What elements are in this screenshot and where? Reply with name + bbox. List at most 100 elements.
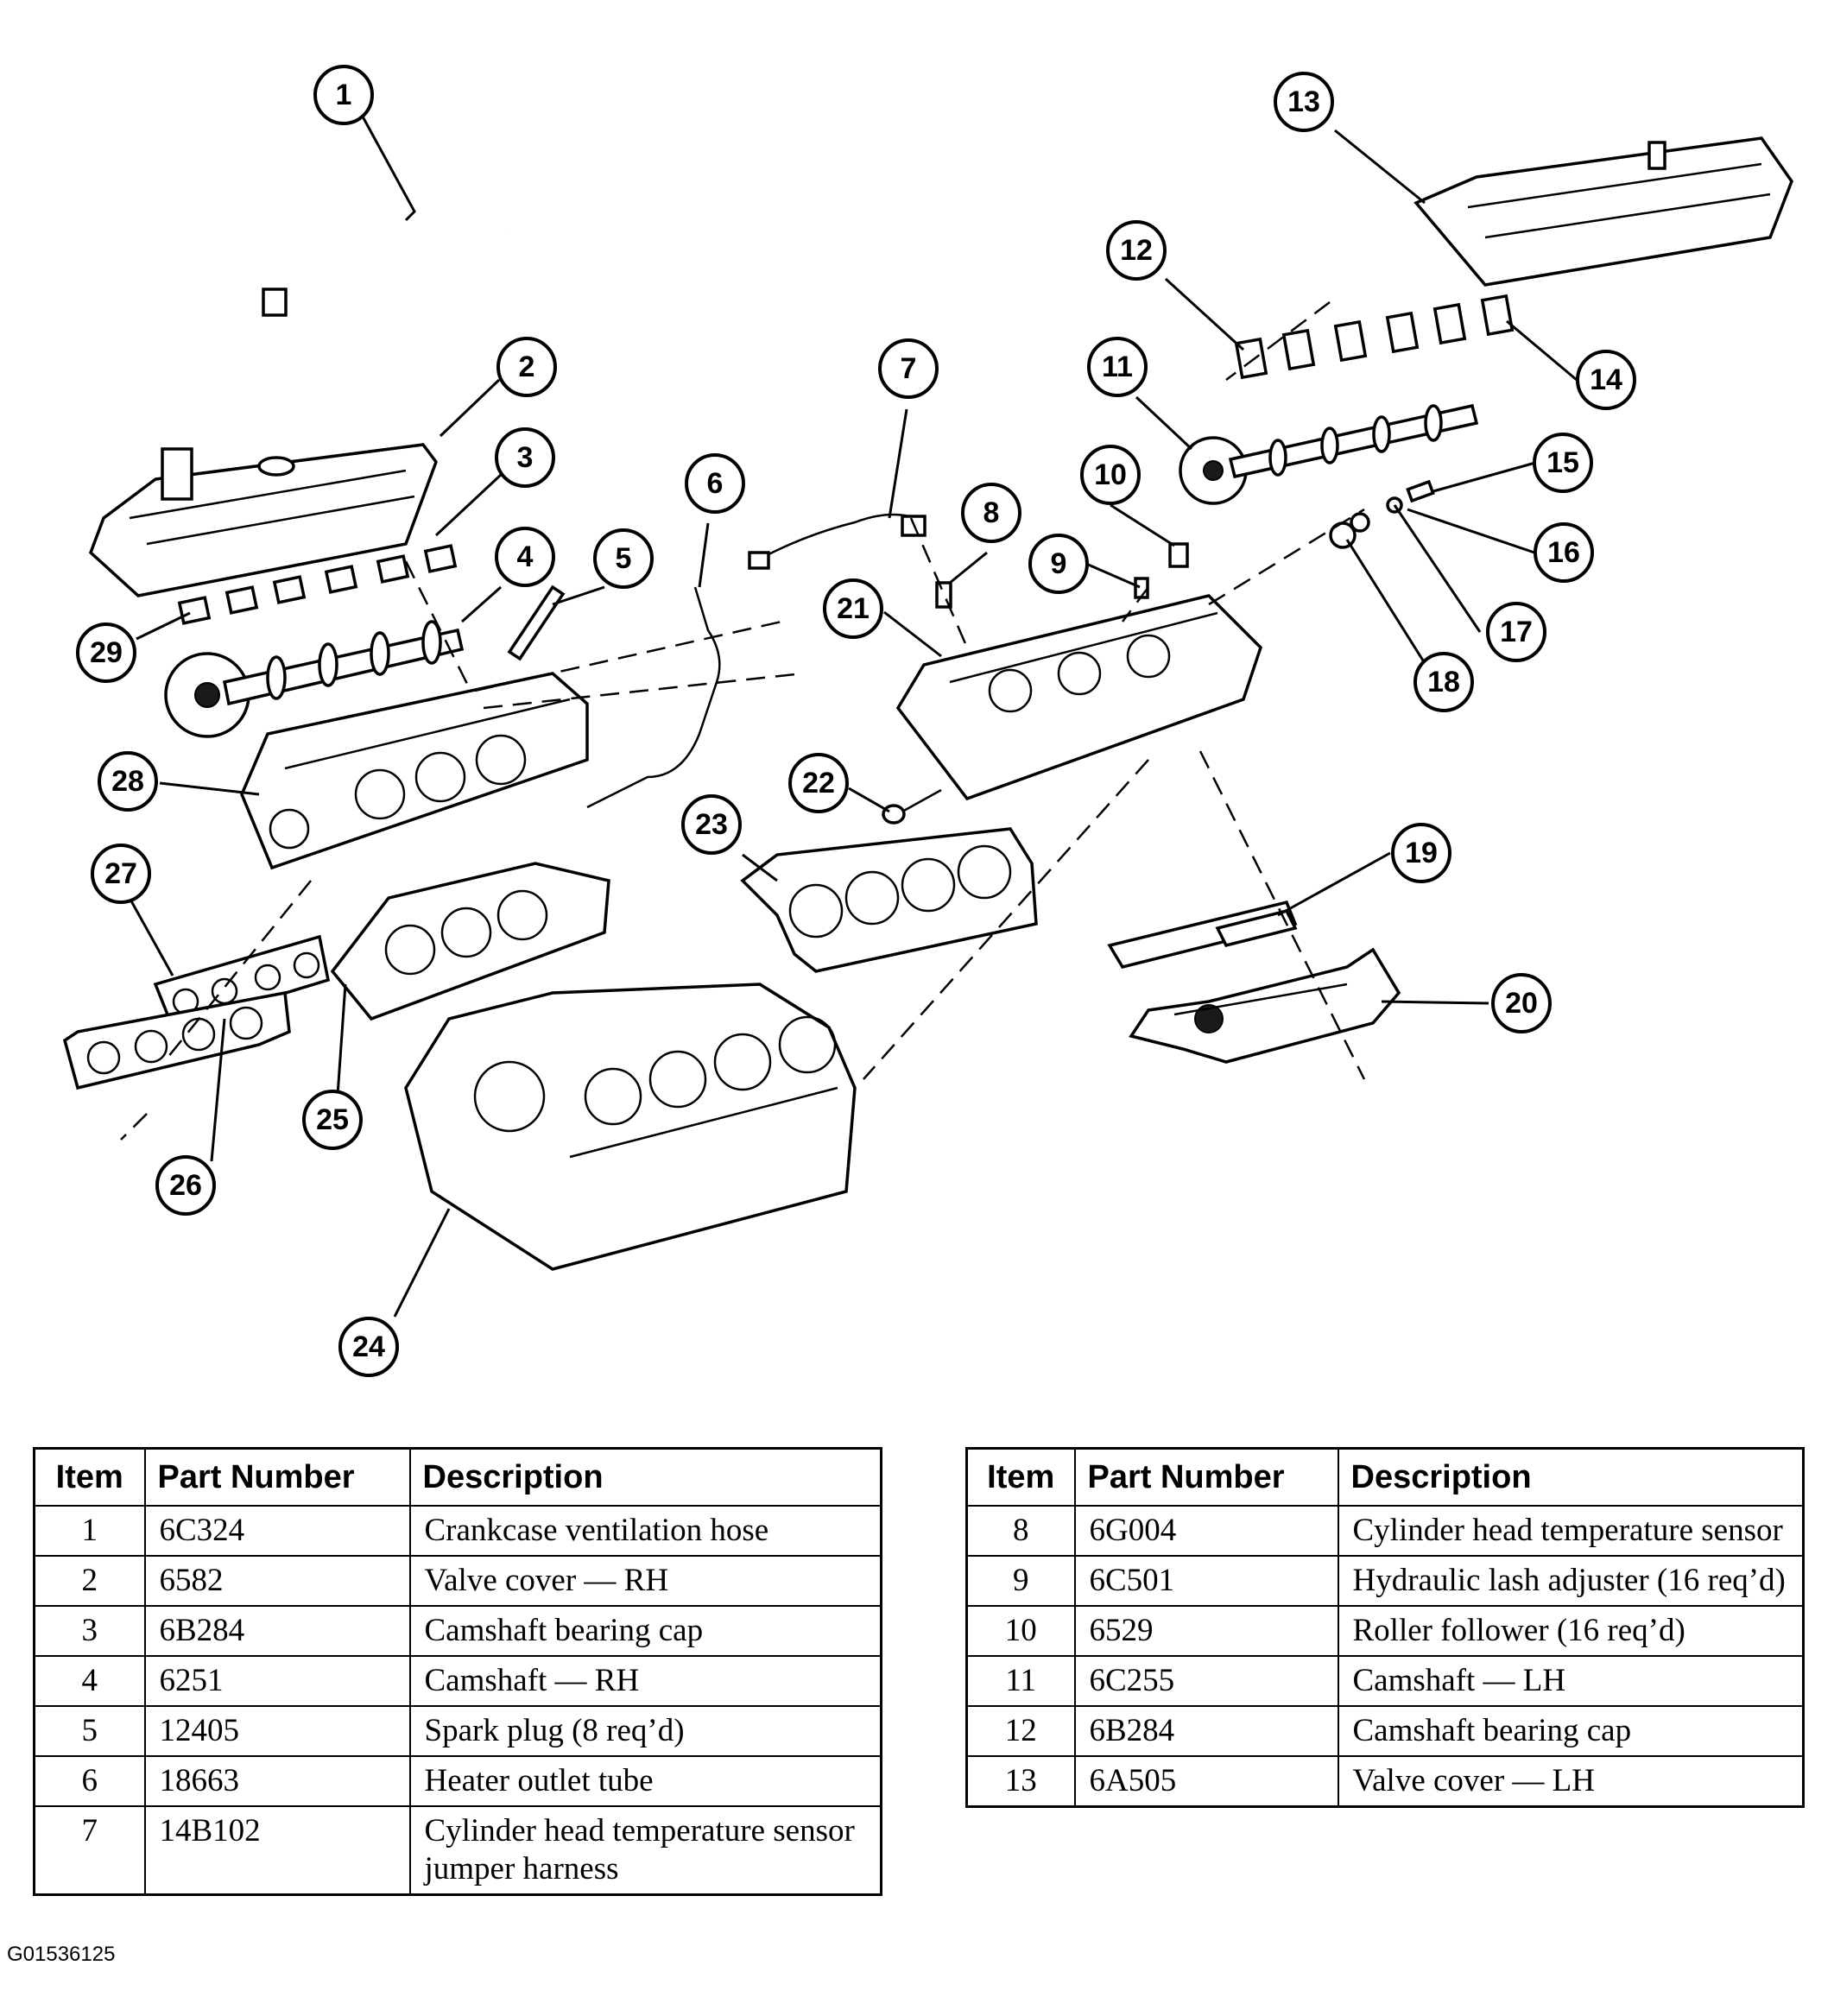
- row-item: 5: [33, 1705, 146, 1757]
- row-description: Camshaft bearing cap: [408, 1605, 882, 1657]
- row-item: 11: [965, 1655, 1076, 1707]
- cylinder-head-rh: [240, 672, 589, 870]
- table-row: 13 6A505 Valve cover — LH: [965, 1755, 1805, 1808]
- row-part-number: 6G004: [1073, 1505, 1339, 1557]
- row-item: 2: [33, 1555, 146, 1607]
- callout-1: 1: [313, 65, 374, 125]
- table-row: 5 12405 Spark plug (8 req’d): [33, 1705, 882, 1757]
- table-header-row: Item Part Number Description: [33, 1447, 882, 1507]
- table-header-row: Item Part Number Description: [965, 1447, 1805, 1507]
- svg-text:13: 13: [1287, 85, 1320, 118]
- callout-25: 25: [302, 1090, 363, 1150]
- svg-text:25: 25: [316, 1103, 349, 1136]
- svg-text:21: 21: [837, 592, 870, 625]
- roller-follower: [1168, 542, 1189, 568]
- plug-22: [882, 788, 942, 825]
- exploded-engine-diagram: 1 2 3 4 5 6 7 8 9 10 11 12 13 14 15 16 1…: [62, 65, 1793, 1377]
- svg-text:28: 28: [111, 765, 144, 798]
- callout-24: 24: [338, 1317, 399, 1377]
- header-part-number: Part Number: [1073, 1447, 1339, 1507]
- valve-cover-rh: [88, 443, 438, 597]
- callout-15: 15: [1533, 433, 1593, 493]
- row-part-number: 6C324: [143, 1505, 411, 1557]
- row-description: Camshaft bearing cap: [1337, 1705, 1805, 1757]
- svg-text:5: 5: [616, 542, 632, 575]
- callout-16: 16: [1534, 522, 1594, 583]
- table-row: 7 14B102 Cylinder head temperature senso…: [33, 1805, 882, 1896]
- svg-text:17: 17: [1500, 616, 1533, 648]
- row-part-number: 6B284: [143, 1605, 411, 1657]
- row-item: 4: [33, 1655, 146, 1707]
- row-item: 12: [965, 1705, 1076, 1757]
- camshaft-bearing-caps-lh: [1234, 294, 1515, 380]
- svg-text:3: 3: [517, 441, 534, 474]
- row-item: 1: [33, 1505, 146, 1557]
- parts-table-right: Item Part Number Description 8 6G004 Cyl…: [965, 1447, 1805, 1808]
- row-part-number: 6C501: [1073, 1555, 1339, 1607]
- row-part-number: 6A505: [1073, 1755, 1339, 1808]
- svg-text:19: 19: [1405, 837, 1438, 869]
- svg-text:18: 18: [1427, 666, 1460, 698]
- row-part-number: 18663: [143, 1755, 411, 1807]
- exhaust-manifold-lh: [1129, 947, 1401, 1064]
- callout-12: 12: [1106, 220, 1167, 281]
- row-description: Camshaft — RH: [408, 1655, 882, 1707]
- table-row: 10 6529 Roller follower (16 req’d): [965, 1605, 1805, 1657]
- header-description: Description: [1337, 1447, 1805, 1507]
- callout-5: 5: [593, 528, 654, 589]
- row-item: 7: [33, 1805, 146, 1896]
- spark-plug: [507, 585, 566, 661]
- row-description: Crankcase ventilation hose: [408, 1505, 882, 1557]
- exhaust-gasket-lh: [1107, 900, 1298, 970]
- svg-text:16: 16: [1547, 536, 1580, 569]
- row-item: 6: [33, 1755, 146, 1807]
- table-row: 2 6582 Valve cover — RH: [33, 1555, 882, 1607]
- row-description: Cylinder head temperature sensor: [1337, 1505, 1805, 1557]
- row-description: Valve cover — RH: [408, 1555, 882, 1607]
- header-item: Item: [33, 1447, 146, 1507]
- row-part-number: 6C255: [1073, 1655, 1339, 1707]
- callout-3: 3: [495, 427, 555, 488]
- callout-23: 23: [681, 794, 742, 855]
- head-gasket-lh: [740, 827, 1038, 973]
- leader-lines: [128, 116, 1578, 1318]
- table-row: 9 6C501 Hydraulic lash adjuster (16 req’…: [965, 1555, 1805, 1607]
- row-item: 3: [33, 1605, 146, 1657]
- row-part-number: 6251: [143, 1655, 411, 1707]
- heater-outlet-tube: [586, 586, 721, 809]
- row-description: Roller follower (16 req’d): [1337, 1605, 1805, 1657]
- svg-text:9: 9: [1051, 547, 1067, 580]
- row-item: 8: [965, 1505, 1076, 1557]
- svg-text:8: 8: [983, 496, 1000, 529]
- callout-13: 13: [1274, 72, 1334, 132]
- camshaft-rh: [164, 620, 465, 738]
- callout-27: 27: [91, 844, 151, 904]
- table-row: 11 6C255 Camshaft — LH: [965, 1655, 1805, 1707]
- callout-11: 11: [1087, 337, 1148, 397]
- svg-text:2: 2: [519, 351, 535, 383]
- table-row: 8 6G004 Cylinder head temperature sensor: [965, 1505, 1805, 1557]
- jumper-harness: [748, 513, 926, 570]
- callout-20: 20: [1491, 973, 1552, 1033]
- callout-9: 9: [1028, 534, 1089, 594]
- row-part-number: 6529: [1073, 1605, 1339, 1657]
- svg-text:15: 15: [1546, 446, 1579, 479]
- row-part-number: 14B102: [143, 1805, 411, 1896]
- table-row: 3 6B284 Camshaft bearing cap: [33, 1605, 882, 1657]
- callout-7: 7: [878, 338, 939, 399]
- svg-text:26: 26: [169, 1169, 202, 1202]
- header-part-number: Part Number: [143, 1447, 411, 1507]
- callout-21: 21: [823, 578, 883, 639]
- header-description: Description: [408, 1447, 882, 1507]
- row-description: Cylinder head temperature sensor jumper …: [408, 1805, 882, 1896]
- svg-text:7: 7: [901, 352, 917, 385]
- svg-text:29: 29: [90, 636, 123, 669]
- row-part-number: 6582: [143, 1555, 411, 1607]
- svg-text:27: 27: [104, 857, 137, 890]
- row-description: Hydraulic lash adjuster (16 req’d): [1337, 1555, 1805, 1607]
- row-description: Heater outlet tube: [408, 1755, 882, 1807]
- table-row: 6 18663 Heater outlet tube: [33, 1755, 882, 1807]
- callout-17: 17: [1486, 602, 1546, 662]
- svg-text:4: 4: [517, 540, 534, 573]
- callout-29: 29: [76, 622, 136, 683]
